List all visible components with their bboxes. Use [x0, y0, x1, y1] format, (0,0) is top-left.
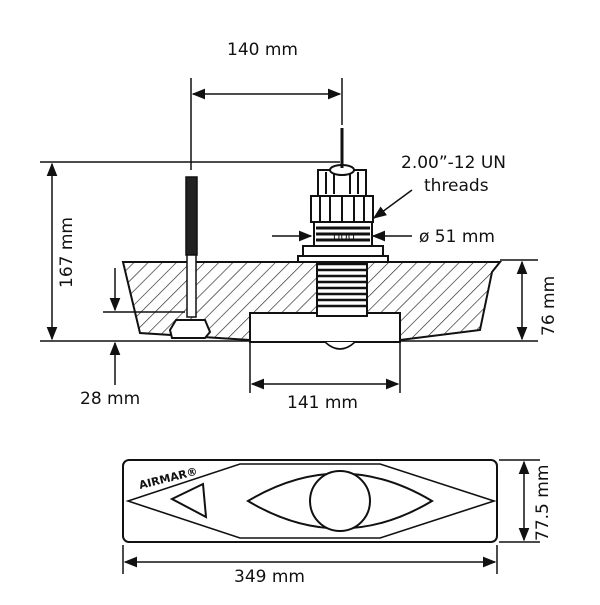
label-76mm: 76 mm — [539, 276, 559, 336]
svg-text:UUU: UUU — [333, 232, 355, 243]
label-140mm: 140 mm — [227, 40, 298, 60]
label-diameter: ø 51 mm — [419, 227, 495, 247]
label-threads-2: threads — [424, 176, 489, 196]
sensor-bulge — [324, 341, 356, 350]
side-view: UUU — [121, 128, 503, 350]
label-28mm: 28 mm — [80, 389, 140, 409]
label-349mm: 349 mm — [234, 567, 305, 587]
label-77-5mm: 77.5 mm — [533, 465, 553, 541]
sensor-stem — [185, 176, 198, 256]
transducer-window — [309, 470, 371, 532]
top-view: AIRMAR® — [122, 459, 498, 543]
dimension-lines — [40, 78, 538, 393]
arrow-marker — [169, 482, 208, 519]
face-block — [249, 312, 401, 343]
label-167mm: 167 mm — [57, 217, 77, 288]
label-threads-1: 2.00”-12 UN — [401, 153, 506, 173]
hull-body — [121, 261, 503, 341]
sensor-foot — [168, 319, 212, 339]
threaded-stem — [316, 257, 368, 317]
label-141mm: 141 mm — [287, 393, 358, 413]
